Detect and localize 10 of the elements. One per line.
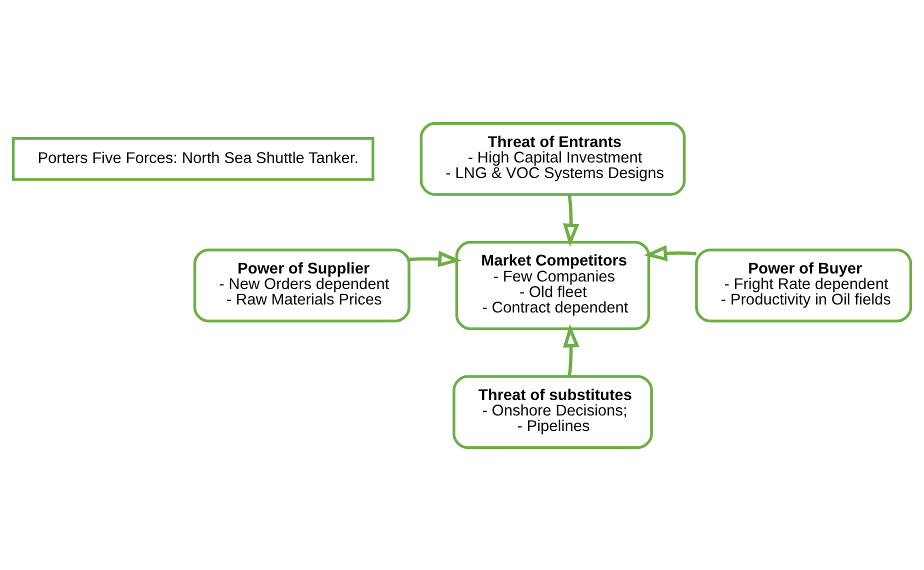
node-box: Threat of Entrants - High Capital Investment - LNG & VOC Systems Designs xyxy=(420,122,686,196)
node-box: Power of Buyer - Fright Rate dependent - Productivity in Oil fields xyxy=(695,248,912,322)
node-box: Market Competitors - Few Companies - Old fleet - Contract dependent xyxy=(455,240,650,330)
arrow xyxy=(644,244,696,261)
node-box: Threat of substitutes - Onshore Decisions; - Pipelines xyxy=(452,374,653,448)
arrow xyxy=(562,194,580,246)
node-box: Porters Five Forces: North Sea Shuttle Tanker. xyxy=(12,136,374,180)
arrow xyxy=(562,324,580,376)
arrow xyxy=(409,250,462,267)
node-box: Power of Supplier - New Orders dependent - Raw Materials Prices xyxy=(193,248,410,322)
